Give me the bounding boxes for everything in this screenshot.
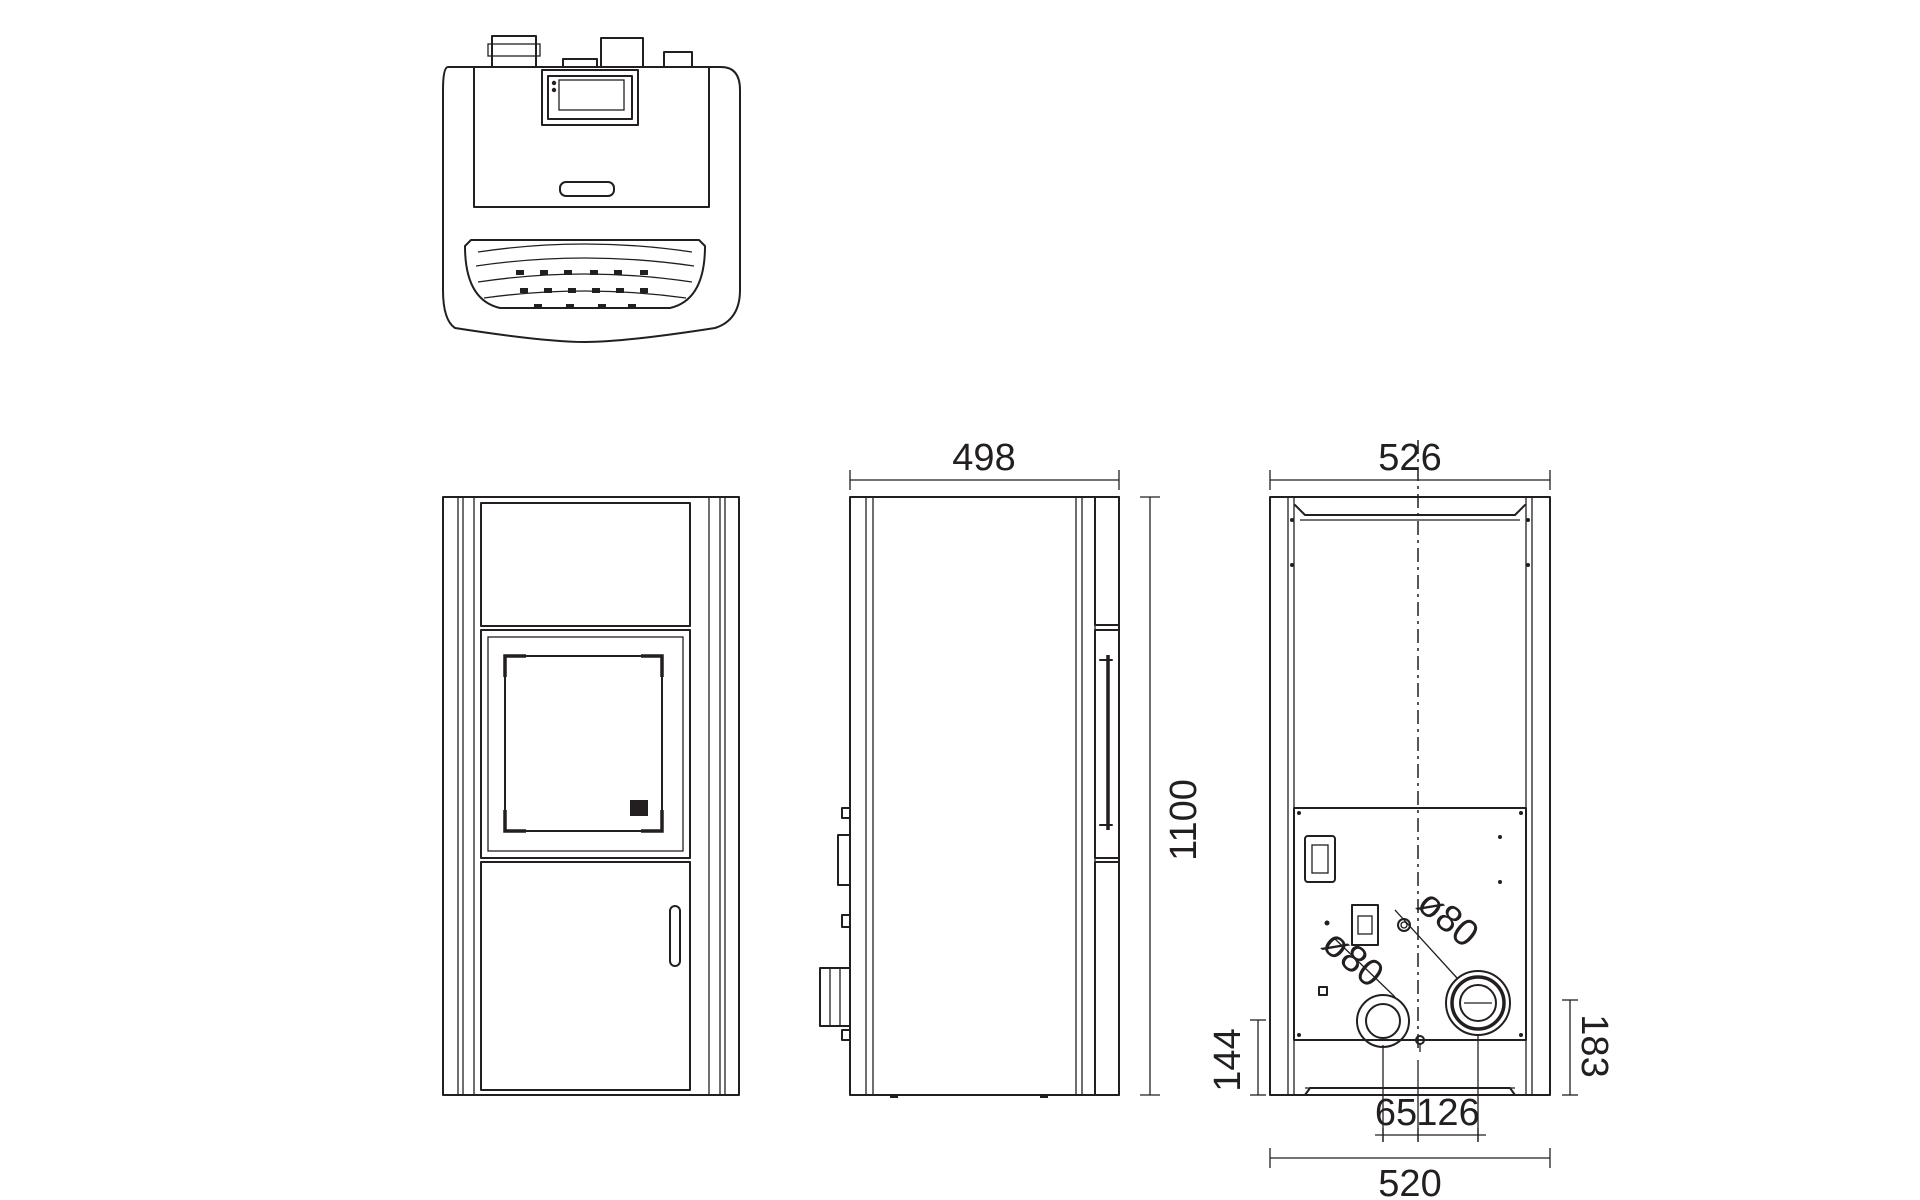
dim-height: 1100 bbox=[1163, 779, 1205, 861]
top-view bbox=[442, 35, 741, 343]
dim-side-width: 498 bbox=[952, 437, 1015, 479]
side-view bbox=[819, 496, 1120, 1098]
dim-outlet-diameter: ø80 bbox=[1409, 882, 1486, 956]
dim-outlet-offset: 126 bbox=[1416, 1092, 1479, 1134]
dim-inlet-height: 144 bbox=[1207, 1028, 1249, 1091]
front-view bbox=[442, 496, 740, 1096]
dimensions: 498 526 1100 144 183 65 126 bbox=[849, 437, 1615, 1200]
rear-view bbox=[1269, 440, 1551, 1096]
dim-inlet-diameter: ø80 bbox=[1314, 922, 1391, 996]
dim-rear-top-width: 526 bbox=[1378, 437, 1441, 479]
dim-inlet-offset: 65 bbox=[1375, 1092, 1417, 1134]
dim-outlet-height: 183 bbox=[1573, 1014, 1615, 1077]
dim-rear-bottom-width: 520 bbox=[1378, 1163, 1441, 1200]
